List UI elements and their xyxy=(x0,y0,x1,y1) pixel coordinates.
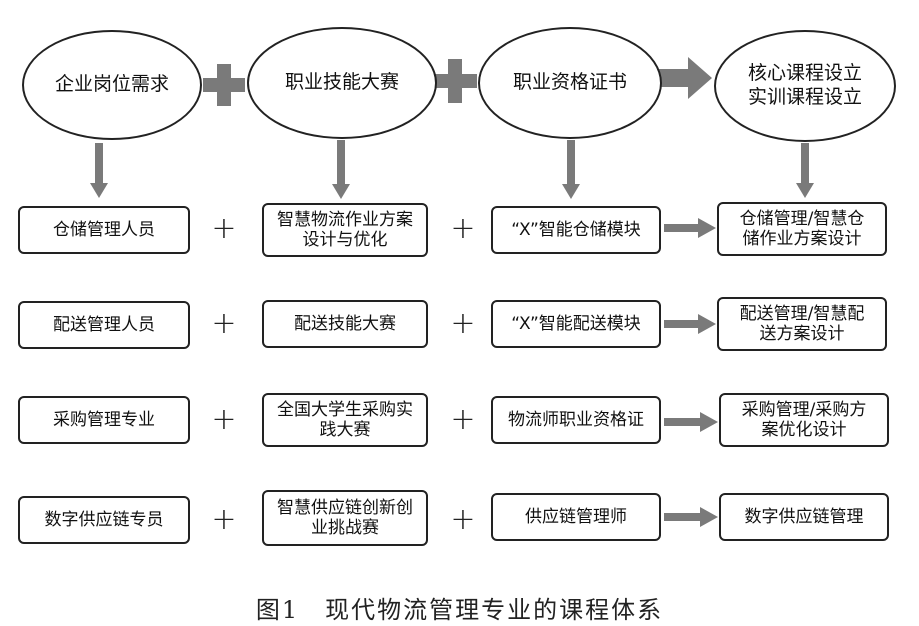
row1-col4-box: 仓储管理/智慧仓 储作业方案设计 xyxy=(717,202,887,256)
big-arrow-right xyxy=(658,57,712,99)
plus-connector-2 xyxy=(433,59,477,103)
plus-connector-1 xyxy=(203,64,245,106)
plus-sign: + xyxy=(211,402,237,437)
oval-core-courses: 核心课程设立 实训课程设立 xyxy=(714,30,896,142)
oval-skills-competition: 职业技能大赛 xyxy=(247,27,437,139)
row3-col2-box: 全国大学生采购实 践大赛 xyxy=(262,393,428,447)
row3-col4-box: 采购管理/采购方 案优化设计 xyxy=(719,393,889,447)
down-arrow-4 xyxy=(796,143,814,198)
row4-col1-box: 数字供应链专员 xyxy=(18,496,190,544)
row4-col2-box: 智慧供应链创新创 业挑战赛 xyxy=(262,490,428,546)
row4-col3-box: 供应链管理师 xyxy=(491,493,661,541)
plus-sign: + xyxy=(450,306,476,341)
row3-col1-box: 采购管理专业 xyxy=(18,396,190,444)
row-arrow-1 xyxy=(664,218,716,238)
plus-sign: + xyxy=(211,211,237,246)
plus-sign: + xyxy=(450,502,476,537)
plus-sign: + xyxy=(450,211,476,246)
row-arrow-2 xyxy=(664,314,716,334)
figure-caption: 图1 现代物流管理专业的课程体系 xyxy=(255,596,664,624)
oval-vocational-certificate: 职业资格证书 xyxy=(478,27,662,139)
row-arrow-3 xyxy=(664,412,718,432)
row1-col3-box: “X”智能仓储模块 xyxy=(491,206,661,254)
plus-sign: + xyxy=(211,502,237,537)
row2-col3-box: “X”智能配送模块 xyxy=(491,300,661,348)
down-arrow-2 xyxy=(332,140,350,199)
row4-col4-box: 数字供应链管理 xyxy=(719,493,889,541)
plus-sign: + xyxy=(211,306,237,341)
row1-col1-box: 仓储管理人员 xyxy=(18,206,190,254)
oval-enterprise-demand: 企业岗位需求 xyxy=(22,30,202,140)
down-arrow-1 xyxy=(90,143,108,198)
row3-col3-box: 物流师职业资格证 xyxy=(491,396,661,444)
row2-col1-box: 配送管理人员 xyxy=(18,301,190,349)
down-arrow-3 xyxy=(562,140,580,199)
row-arrow-4 xyxy=(664,507,718,527)
plus-sign: + xyxy=(450,402,476,437)
row2-col2-box: 配送技能大赛 xyxy=(262,300,428,348)
row2-col4-box: 配送管理/智慧配 送方案设计 xyxy=(717,297,887,351)
row1-col2-box: 智慧物流作业方案 设计与优化 xyxy=(262,203,428,257)
